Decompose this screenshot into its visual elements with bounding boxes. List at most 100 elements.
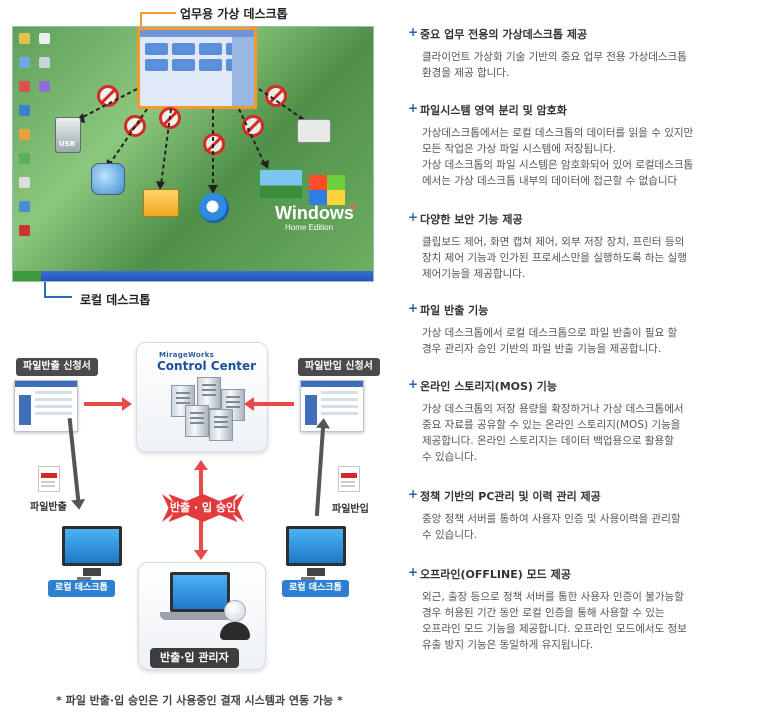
local-desktop-monitor-right <box>286 526 346 576</box>
local-desktop-tag-left: 로컬 데스크톱 <box>48 580 115 597</box>
admin-tag: 반출·입 관리자 <box>150 648 239 668</box>
desktop-icon <box>39 57 50 68</box>
feature-item: +온라인 스토리지(MOS) 기능 가상 데스크톱의 저장 용량을 확장하거나 … <box>408 377 760 465</box>
feature-line: 제어기능을 제공합니다. <box>422 268 526 280</box>
photo-icon <box>259 169 303 199</box>
feature-line: 클립보드 제어, 화면 캡쳐 제어, 외부 저장 장치, 프린터 등의 <box>422 236 685 248</box>
virtual-desktop-bracket <box>140 12 176 28</box>
feature-item: +중요 업무 전용의 가상데스크톱 제공 클라이언트 가상화 기술 기반의 중요… <box>408 25 760 81</box>
windows-text: Windows <box>275 203 354 223</box>
desktop-icon <box>19 33 30 44</box>
feature-item: +파일시스템 영역 분리 및 암호화 가상데스크톱에서는 로컬 데스크톱의 데이… <box>408 101 760 189</box>
feature-line: 가상 데스크톱의 파일 시스템은 암호화되어 있어 로컬데스크톱 <box>422 159 694 171</box>
feature-description: 중앙 정책 서버를 통하여 사용자 인증 및 사용이력을 관리할 수 있습니다. <box>408 511 760 543</box>
feature-line: 경우 허용된 기간 동안 로컬 인증을 통해 사용할 수 있는 <box>422 607 665 619</box>
file-import-label: 파일반입 <box>332 504 369 515</box>
plus-icon: + <box>408 487 419 501</box>
monitor-icon <box>91 163 125 195</box>
local-desktop-bracket <box>44 282 72 298</box>
admin-person-icon <box>224 600 246 622</box>
feature-line: 환경을 제공 합니다. <box>422 67 510 79</box>
feature-line: 오프라인 모드 기능을 제공합니다. 오프라인 모드에서도 정보 <box>422 623 687 635</box>
start-button <box>13 271 41 281</box>
windows-xp-text: xp <box>347 201 357 211</box>
import-form-tag: 파일반입 신청서 <box>298 358 380 376</box>
feature-title: 정책 기반의 PC관리 및 이력 관리 제공 <box>420 490 601 503</box>
feature-line: 중요 자료를 공유할 수 있는 온라인 스토리지(MOS) 기능을 <box>422 419 681 431</box>
feature-item: +파일 반출 기능 가상 데스크톱에서 로컬 데스크톱으로 파일 반출이 필요 … <box>408 301 760 357</box>
desktop-icon <box>19 177 30 188</box>
feature-line: 중앙 정책 서버를 통하여 사용자 인증 및 사용이력을 관리할 <box>422 513 681 525</box>
control-center-brand: MirageWorks <box>159 351 215 359</box>
feature-title: 오프라인(OFFLINE) 모드 제공 <box>420 568 571 581</box>
internet-explorer-icon <box>199 193 229 223</box>
local-desktop-label: 로컬 데스크톱 <box>80 293 151 307</box>
desktop-icon <box>19 129 30 140</box>
feature-line: 에서는 가상 데스크톱 내부의 데이터에 접근할 수 없습니다 <box>422 175 678 187</box>
feature-line: 경우 관리자 승인 기반의 파일 반출 기능을 제공합니다. <box>422 343 662 355</box>
plus-icon: + <box>408 101 419 115</box>
plus-icon: + <box>408 377 419 391</box>
local-desktop-tag-right: 로컬 데스크톱 <box>282 580 349 597</box>
import-request-arrow <box>244 397 294 411</box>
desktop-icon <box>19 105 30 116</box>
desktop-icon <box>19 57 30 68</box>
server-icon <box>197 377 221 409</box>
plus-icon: + <box>408 565 419 579</box>
admin-person-body <box>220 622 250 640</box>
feature-title: 파일시스템 영역 분리 및 암호화 <box>420 104 567 117</box>
feature-line: 유출 방지 기능은 동일하게 유지됩니다. <box>422 639 594 651</box>
desktop-icon <box>19 81 30 92</box>
blocked-paths <box>75 88 307 194</box>
export-request-arrow <box>84 397 132 411</box>
feature-description: 클립보드 제어, 화면 캡쳐 제어, 외부 저장 장치, 프린터 등의 장치 제… <box>408 234 760 282</box>
desktop-icon <box>19 225 30 236</box>
feature-line: 장치 제어 기능과 인가된 프로세스만을 실행하도록 하는 실행 <box>422 252 687 264</box>
approval-badge: 반출 · 입 승인 <box>162 494 244 522</box>
feature-description: 클라이언트 가상화 기술 기반의 중요 업무 전용 가상데스크톱 환경을 제공 … <box>408 49 760 81</box>
usb-label: USB <box>59 140 76 148</box>
server-icon <box>185 405 209 437</box>
virtual-window-panel <box>232 37 254 106</box>
pdf-file-icon <box>338 466 360 492</box>
blocked-icon <box>97 85 119 107</box>
file-export-label: 파일반출 <box>30 502 67 513</box>
feature-line: 수 있습니다. <box>422 451 477 463</box>
feature-item: +다양한 보안 기능 제공 클립보드 제어, 화면 캡쳐 제어, 외부 저장 장… <box>408 210 760 282</box>
import-flow-arrow <box>314 425 326 517</box>
blocked-icon <box>124 115 146 137</box>
desktop-icon <box>39 81 50 92</box>
desktop-icon <box>19 201 30 212</box>
laptop-icon <box>170 572 230 612</box>
virtual-window-titlebar <box>140 30 254 37</box>
feature-title: 다양한 보안 기능 제공 <box>420 213 523 226</box>
feature-line: 모든 작업은 가상 파일 시스템에 저장됩니다. <box>422 143 616 155</box>
desktop-icon <box>19 153 30 164</box>
feature-line: 가상 데스크톱의 저장 용량을 확장하거나 가상 데스크톱에서 <box>422 403 684 415</box>
feature-line: 외근, 출장 등으로 정책 서버를 통한 사용자 인증이 불가능할 <box>422 591 684 603</box>
feature-line: 제공합니다. 온라인 스토리지는 데이터 백업용으로 활용할 <box>422 435 674 447</box>
export-form-tag: 파일반출 신청서 <box>16 358 98 376</box>
virtual-desktop-label: 업무용 가상 데스크톱 <box>180 7 288 21</box>
feature-line: 클라이언트 가상화 기술 기반의 중요 업무 전용 가상데스크톱 <box>422 51 687 63</box>
plus-icon: + <box>408 210 419 224</box>
local-desktop-screenshot: USB Windows xp Home Edition <box>12 26 374 282</box>
home-edition-text: Home Edition <box>285 223 334 232</box>
control-center-title: Control Center <box>157 359 257 373</box>
feature-title: 중요 업무 전용의 가상데스크톱 제공 <box>420 28 588 41</box>
feature-description: 외근, 출장 등으로 정책 서버를 통한 사용자 인증이 불가능할 경우 허용된… <box>408 589 760 653</box>
printer-icon <box>297 119 331 143</box>
taskbar <box>13 271 373 281</box>
feature-title: 온라인 스토리지(MOS) 기능 <box>420 380 558 393</box>
feature-item: +정책 기반의 PC관리 및 이력 관리 제공 중앙 정책 서버를 통하여 사용… <box>408 487 760 543</box>
feature-line: 가상데스크톱에서는 로컬 데스크톱의 데이터를 읽을 수 있지만 <box>422 127 694 139</box>
feature-description: 가상 데스크톱의 저장 용량을 확장하거나 가상 데스크톱에서 중요 자료를 공… <box>408 401 760 465</box>
feature-title: 파일 반출 기능 <box>420 304 489 317</box>
server-icon <box>209 409 233 441</box>
pdf-file-icon <box>38 466 60 492</box>
usb-icon: USB <box>55 117 81 153</box>
feature-description: 가상 데스크톱에서 로컬 데스크톱으로 파일 반출이 필요 할 경우 관리자 승… <box>408 325 760 357</box>
import-form-image <box>300 380 364 432</box>
windows-logo-icon <box>309 175 345 205</box>
folder-icon <box>143 189 179 217</box>
